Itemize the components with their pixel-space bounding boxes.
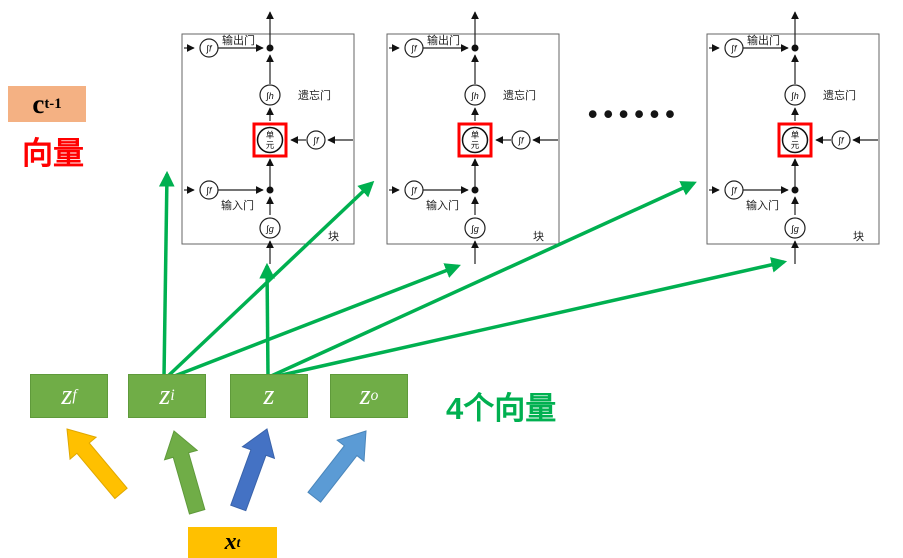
z-i-base: z [159,380,171,411]
z-base: z [263,380,275,411]
z-box: z [230,374,308,418]
z-o-base: z [359,380,371,411]
connector-to-block2-bottom [171,263,461,379]
light-blue-arrow-to-zo [307,430,367,503]
c-t-minus-1-base: c [32,88,45,119]
connector-to-block3-left [268,181,697,379]
green-connectors [158,170,788,379]
connector-to-block2-left [165,180,375,379]
connector-to-block3-bottom [272,257,788,379]
lstm-block-3 [707,12,879,264]
z-f-base: z [61,380,73,411]
green-arrow-to-zi [163,430,206,515]
lstm-block-2 [387,12,559,264]
input-arrows [66,428,367,515]
ellipsis-dots: •••••• [588,99,681,129]
x-t-base: x [224,529,237,555]
connector-zi-to-block1-left [158,170,175,378]
four-vectors-label: 4个向量 [446,391,557,426]
vector-label: 向量 [22,136,84,171]
blue-arrow-to-z [230,428,276,512]
yellow-arrow-to-zf [66,428,128,500]
